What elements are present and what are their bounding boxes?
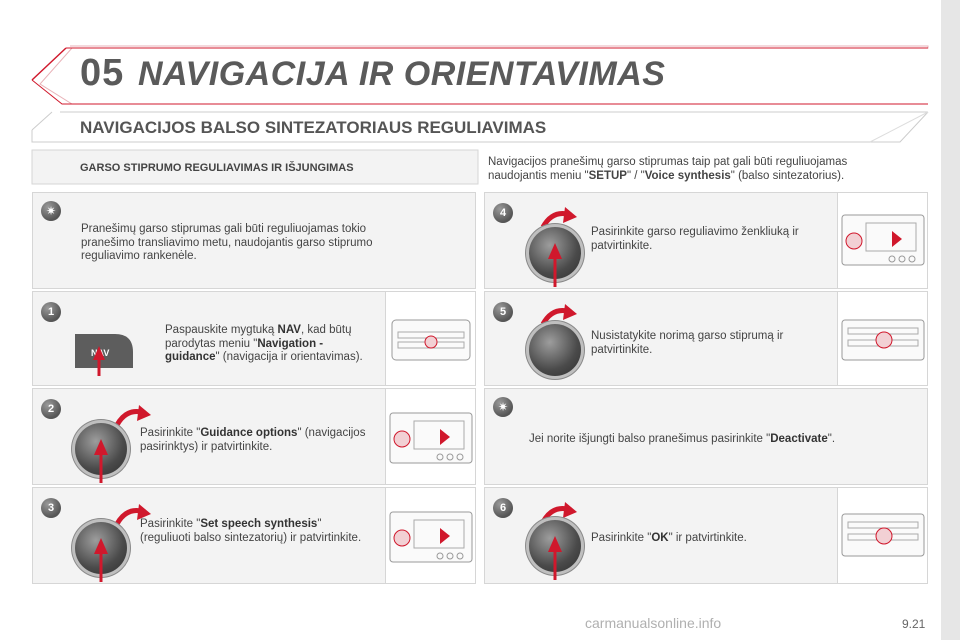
step-5-text: Nusistatykite norimą garso stiprumą ir p… — [591, 330, 784, 356]
rotate-arrow-icon — [114, 405, 151, 427]
step-2-badge: 2 — [41, 399, 61, 419]
rotate-arrow-icon — [540, 304, 577, 326]
radio-unit-icon — [837, 292, 927, 385]
radio-unit-icon — [837, 488, 927, 583]
step-3-text: Pasirinkite "Set speech synthesis" (regu… — [140, 518, 362, 544]
step-3-panel: 3 Pasirinkite "Set speech synthesis" (re… — [32, 487, 476, 584]
tip-panel-top: ✷ Pranešimų garso stiprumas gali būti re… — [32, 192, 476, 289]
step-3-badge: 3 — [41, 498, 61, 518]
press-arrow-icon — [548, 243, 562, 287]
tip-panel-mid: ✷ Jei norite išjungti balso pranešimus p… — [484, 388, 928, 485]
tip-top-text: Pranešimų garso stiprumas gali būti regu… — [81, 223, 373, 262]
press-arrow-icon — [94, 538, 108, 582]
page-number: 9.21 — [902, 617, 926, 631]
rotate-arrow-icon — [540, 502, 577, 524]
step-1-text: Paspauskite mygtuką NAV, kad būtų parody… — [165, 324, 363, 363]
radio-unit-icon — [837, 193, 927, 288]
page-edge-strip — [941, 0, 960, 640]
step-6-panel: 6 Pasirinkite "OK" ir patvirtinkite. — [484, 487, 928, 584]
section-title: NAVIGACIJOS BALSO SINTEZATORIAUS REGULIA… — [80, 118, 547, 137]
step-5-badge: 5 — [493, 302, 513, 322]
volume-subtitle: GARSO STIPRUMO REGULIAVIMAS IR IŠJUNGIMA… — [80, 162, 354, 174]
watermark: carmanualsonline.info — [585, 615, 722, 631]
nav-button-icon: NAV — [75, 334, 133, 376]
step-1-panel: 1 NAV Paspauskite mygtuką NAV, kad būtų … — [32, 291, 476, 386]
selector-knob — [529, 324, 581, 376]
rotate-arrow-icon — [114, 504, 151, 526]
step-2-text: Pasirinkite "Guidance options" (navigaci… — [140, 427, 366, 453]
step-4-text: Pasirinkite garso reguliavimo ženkliuką … — [591, 226, 799, 252]
step-2-panel: 2 Pasirinkite "Guidance options" (naviga… — [32, 388, 476, 485]
tip-mid-text: Jei norite išjungti balso pranešimus pas… — [529, 433, 836, 445]
chapter-title: NAVIGACIJA IR ORIENTAVIMAS — [138, 55, 666, 93]
step-6-text: Pasirinkite "OK" ir patvirtinkite. — [591, 532, 747, 544]
chapter-number: 05 — [80, 52, 125, 94]
press-arrow-icon — [548, 536, 562, 580]
press-arrow-icon — [94, 439, 108, 483]
step-5-panel: 5 Nusistatykite norimą garso stiprumą ir… — [484, 291, 928, 386]
intro-text: Navigacijos pranešimų garso stiprumas ta… — [488, 156, 848, 182]
tip-icon: ✷ — [493, 397, 513, 417]
radio-unit-icon — [385, 292, 475, 385]
step-4-panel: 4 Pasirinkite garso reguliavimo ženkliuk… — [484, 192, 928, 289]
radio-unit-icon — [385, 389, 475, 484]
step-6-badge: 6 — [493, 498, 513, 518]
rotate-arrow-icon — [540, 207, 577, 229]
radio-unit-icon — [385, 488, 475, 583]
tip-icon: ✷ — [41, 201, 61, 221]
step-4-badge: 4 — [493, 203, 513, 223]
step-1-badge: 1 — [41, 302, 61, 322]
